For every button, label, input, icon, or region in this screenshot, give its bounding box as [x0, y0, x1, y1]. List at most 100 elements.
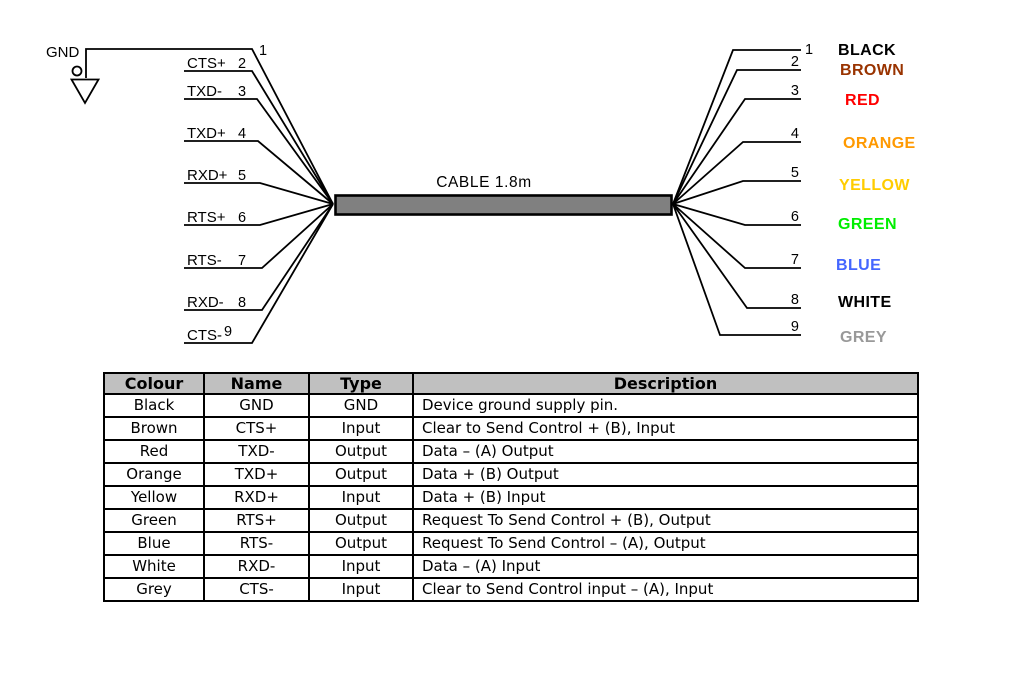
ground-symbol-icon	[69, 78, 101, 105]
header-name: Name	[203, 372, 310, 395]
wire-color-label: GREY	[840, 329, 887, 346]
left-wire-line	[184, 203, 334, 226]
left-pin-label: RTS-	[187, 252, 222, 269]
table-cell: GND	[308, 393, 414, 418]
left-pin-label: CTS-	[187, 327, 222, 344]
gnd-wire-line	[85, 48, 334, 205]
right-wire-line	[672, 180, 801, 205]
left-pin-number: 9	[224, 324, 232, 340]
ground-label: GND	[46, 44, 80, 61]
left-pin-number: 4	[238, 126, 246, 142]
left-pin-label: TXD-	[187, 83, 222, 100]
table-cell: Output	[308, 439, 414, 464]
cable-label: CABLE 1.8m	[436, 174, 532, 191]
right-wire-line	[672, 203, 801, 336]
left-wire-line	[184, 203, 334, 311]
table-cell: Device ground supply pin.	[412, 393, 919, 418]
right-pin-number: 1	[805, 42, 813, 58]
left-wire-line	[184, 182, 334, 205]
table-cell: TXD+	[203, 462, 310, 487]
table-cell: RXD-	[203, 554, 310, 579]
table-cell: Output	[308, 462, 414, 487]
left-pin-number: 8	[238, 295, 246, 311]
table-cell: Data – (A) Input	[412, 554, 919, 579]
left-pin-number: 2	[238, 56, 246, 72]
table-cell: Black	[103, 393, 205, 418]
table-cell: Orange	[103, 462, 205, 487]
left-pin-number: 6	[238, 210, 246, 226]
right-pin-number: 9	[791, 319, 799, 335]
right-wire-line	[672, 49, 801, 205]
wire-color-label: BLACK	[838, 42, 896, 59]
wire-color-label: WHITE	[838, 294, 892, 311]
table-cell: TXD-	[203, 439, 310, 464]
cable-body	[334, 194, 673, 216]
header-colour: Colour	[103, 372, 205, 395]
table-cell: CTS-	[203, 577, 310, 602]
table-cell: Data – (A) Output	[412, 439, 919, 464]
wire-color-label: BROWN	[840, 62, 904, 79]
left-pin-label: CTS+	[187, 55, 226, 72]
wire-color-label: ORANGE	[843, 135, 916, 152]
left-wire-line	[184, 70, 334, 205]
table-cell: RTS+	[203, 508, 310, 533]
table-cell: Output	[308, 508, 414, 533]
table-cell: Blue	[103, 531, 205, 556]
right-pin-number: 2	[791, 54, 799, 70]
table-cell: Input	[308, 554, 414, 579]
table-cell: Brown	[103, 416, 205, 441]
left-wire-line	[184, 203, 334, 344]
left-pin-number: 3	[238, 84, 246, 100]
table-cell: Request To Send Control – (A), Output	[412, 531, 919, 556]
right-wire-line	[672, 203, 801, 309]
right-wire-line	[672, 98, 801, 205]
left-pin-number: 5	[238, 168, 246, 184]
left-wire-line	[184, 140, 334, 205]
table-cell: CTS+	[203, 416, 310, 441]
table-cell: Input	[308, 485, 414, 510]
right-wire-line	[672, 203, 801, 226]
table-cell: Data + (B) Output	[412, 462, 919, 487]
left-pin-number: 7	[238, 253, 246, 269]
table-cell: GND	[203, 393, 310, 418]
left-pin-label: RXD+	[187, 167, 228, 184]
right-pin-number: 8	[791, 292, 799, 308]
right-pin-number: 7	[791, 252, 799, 268]
header-row: Colour Name Type Description	[103, 372, 919, 395]
table-cell: Input	[308, 416, 414, 441]
table-cell: Clear to Send Control + (B), Input	[412, 416, 919, 441]
pinout-table-header: Colour Name Type Description	[103, 372, 919, 395]
left-wire-line	[184, 98, 334, 205]
right-wire-line	[672, 203, 801, 269]
right-pin-number: 5	[791, 165, 799, 181]
right-pin-number: 6	[791, 209, 799, 225]
table-cell: RXD+	[203, 485, 310, 510]
wire-color-label: GREEN	[838, 216, 897, 233]
wire-color-label: RED	[845, 92, 880, 109]
header-type: Type	[308, 372, 414, 395]
table-cell: RTS-	[203, 531, 310, 556]
wire-color-label: YELLOW	[839, 177, 910, 194]
table-cell: Red	[103, 439, 205, 464]
right-pin-number: 4	[791, 126, 799, 142]
table-cell: Input	[308, 577, 414, 602]
table-cell: Green	[103, 508, 205, 533]
header-description: Description	[412, 372, 919, 395]
table-cell: White	[103, 554, 205, 579]
ground-terminal-icon	[71, 65, 83, 77]
left-pin-label: RXD-	[187, 294, 224, 311]
right-wire-line	[672, 69, 801, 205]
table-cell: Grey	[103, 577, 205, 602]
